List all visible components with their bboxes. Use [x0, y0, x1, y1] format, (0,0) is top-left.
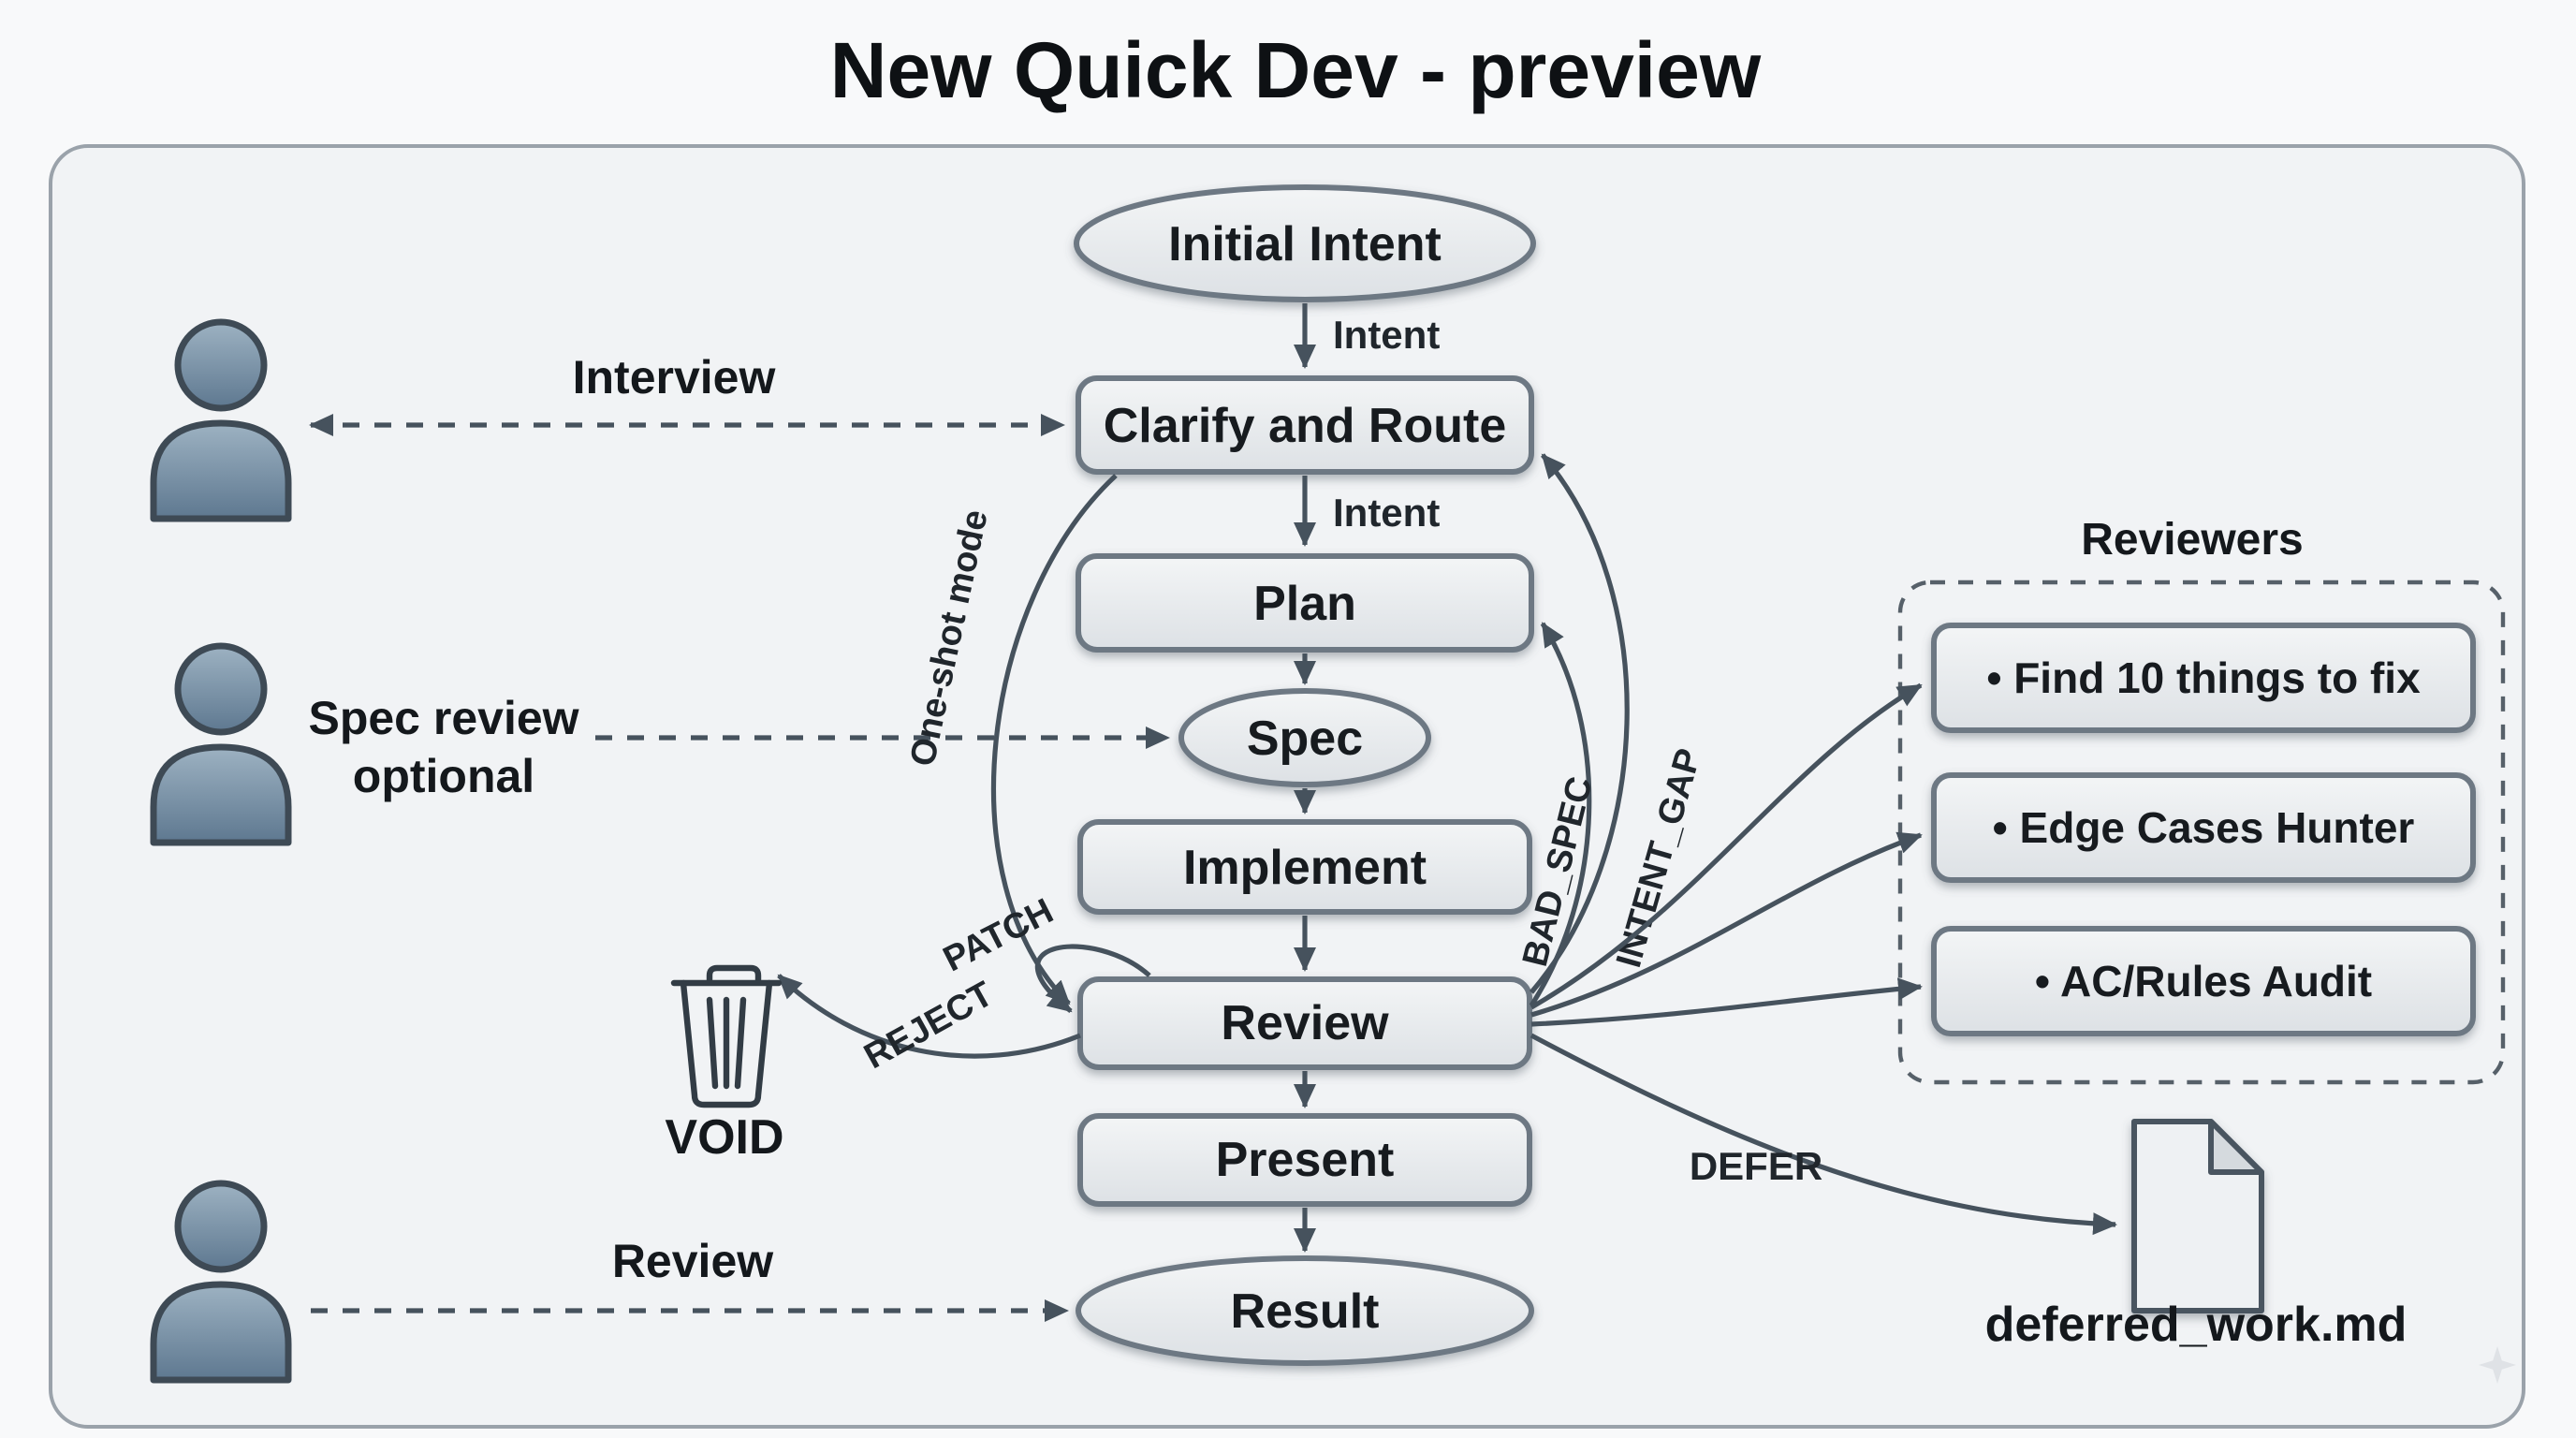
node-label-implement: Implement — [1183, 841, 1427, 895]
node-label-plan: Plan — [1253, 577, 1356, 631]
trash-icon — [670, 964, 783, 1108]
node-label-result: Result — [1231, 1284, 1380, 1339]
page-title: New Quick Dev - preview — [830, 26, 1762, 114]
reviewer-item-3: • AC/Rules Audit — [2035, 957, 2372, 1005]
node-review — [1077, 976, 1532, 1070]
edge-patch-loop — [1034, 944, 1151, 1014]
reviewer-item-2: • Edge Cases Hunter — [1993, 803, 2415, 852]
reviewer-box-3 — [1931, 926, 2476, 1036]
edge-review-to-reviewer-1 — [1530, 682, 1923, 1010]
node-label-present: Present — [1216, 1133, 1395, 1187]
edge-defer — [1530, 1033, 2117, 1236]
node-present — [1077, 1113, 1532, 1207]
node-label-spec: Spec — [1247, 712, 1363, 766]
reviewers-title: Reviewers — [2081, 515, 2304, 565]
edge-reject — [777, 974, 1081, 1059]
node-label-review: Review — [1221, 996, 1389, 1050]
sparkle-icon — [2479, 1346, 2516, 1384]
edge-label-defer: DEFER — [1690, 1144, 1822, 1188]
edge-label-interview: Interview — [573, 351, 776, 404]
node-plan — [1076, 553, 1534, 653]
edge-one-shot-mode — [990, 474, 1118, 1005]
edge-intent-gap — [1530, 453, 1630, 994]
node-implement — [1077, 819, 1532, 915]
document-icon — [2131, 1119, 2264, 1313]
node-initial-intent — [1074, 184, 1536, 302]
edge-label-user-review: Review — [612, 1235, 773, 1287]
deferred-file-label: deferred_work.md — [1985, 1298, 2408, 1352]
reviewer-box-2 — [1931, 772, 2476, 883]
edge-label-intent-2: Intent — [1333, 491, 1440, 535]
reviewer-item-1: • Find 10 things to fix — [1986, 653, 2421, 702]
edge-label-intent-1: Intent — [1333, 313, 1440, 357]
spec-review-label-line1: Spec review — [308, 692, 578, 744]
node-clarify-and-route — [1076, 375, 1534, 475]
void-label: VOID — [665, 1110, 783, 1165]
node-label-initial-intent: Initial Intent — [1168, 217, 1442, 271]
edge-review-to-reviewer-2 — [1530, 831, 1923, 1018]
reviewer-box-1 — [1931, 623, 2476, 733]
node-spec — [1178, 688, 1431, 787]
node-result — [1076, 1255, 1534, 1366]
spec-review-label-line2: optional — [353, 750, 534, 802]
edge-review-to-reviewer-3 — [1530, 977, 1923, 1027]
node-label-clarify: Clarify and Route — [1104, 399, 1507, 453]
